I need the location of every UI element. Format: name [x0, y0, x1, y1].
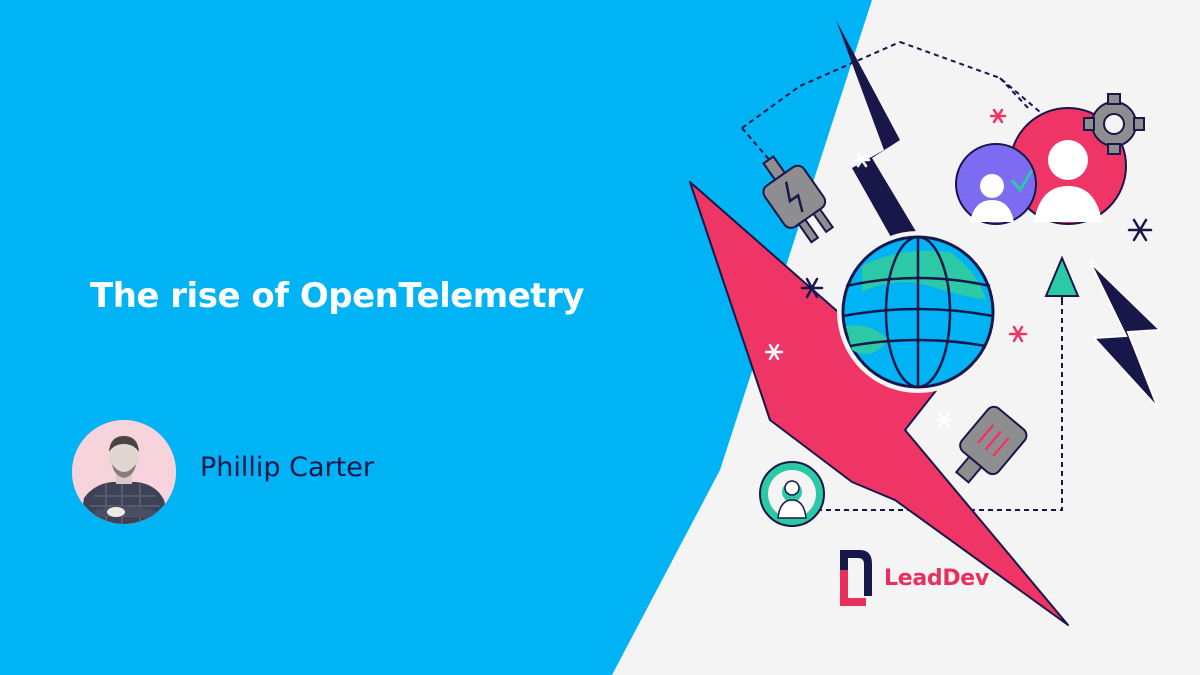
author-portrait-icon: [72, 420, 176, 524]
author-name: Phillip Carter: [200, 452, 374, 483]
globe-icon: [837, 231, 999, 393]
up-arrow-icon: [1044, 255, 1080, 304]
leaddev-logo-icon: [840, 550, 872, 606]
plug-icon-top: [762, 155, 835, 244]
illustration: [689, 20, 1163, 626]
brand-logo: LeadDev: [836, 548, 989, 608]
navy-lightning-bolt-top: [836, 20, 930, 255]
asterisk-decorations: [764, 108, 1153, 480]
navy-lightning-bolt-right: [1089, 261, 1163, 409]
brand-name: LeadDev: [884, 565, 989, 591]
user-avatar-icon: [759, 461, 825, 527]
page-title: The rise of OpenTelemetry: [90, 276, 584, 316]
author-avatar: [72, 420, 176, 524]
plug-icon-bottom: [954, 405, 1028, 484]
gear-icon: [1083, 93, 1145, 155]
background-blue-panel: [0, 0, 872, 675]
